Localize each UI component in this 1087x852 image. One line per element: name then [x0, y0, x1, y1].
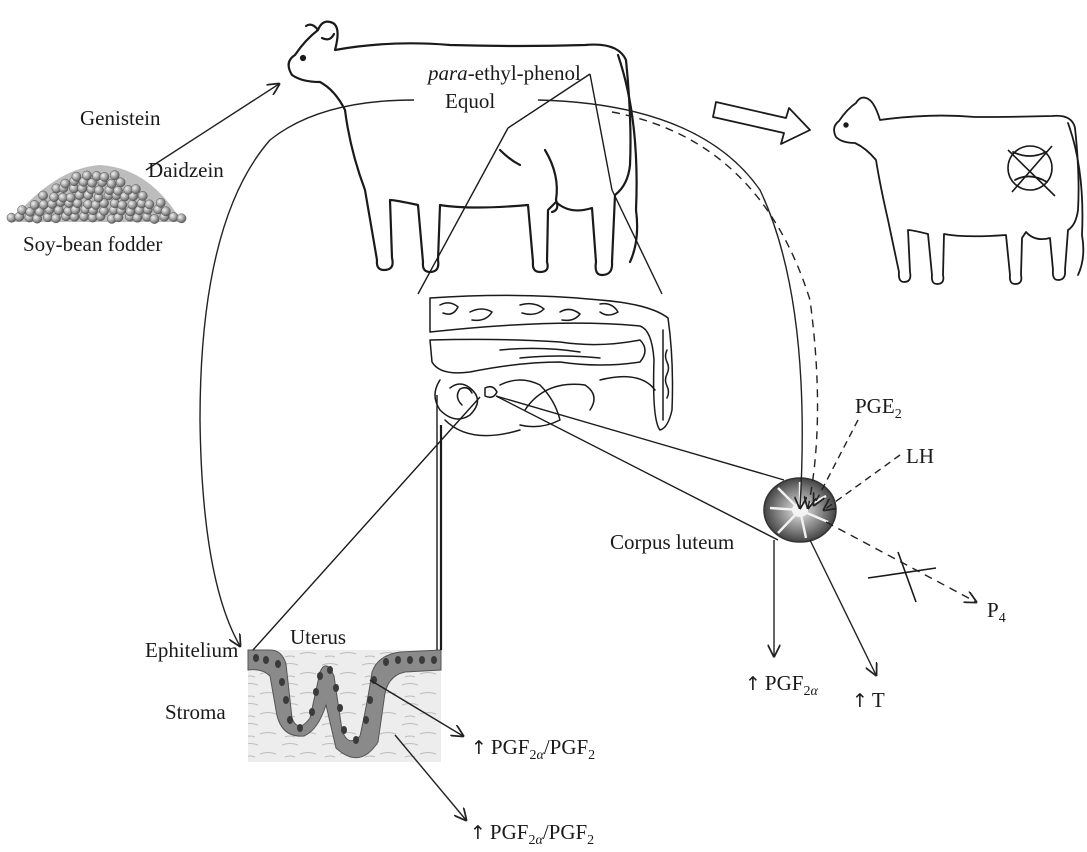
label-pgf-sub: 2α: [803, 684, 817, 699]
label-corpus-luteum: Corpus luteum: [610, 532, 734, 553]
label-pge2: PGE2: [855, 396, 902, 417]
cell-nucleus: [431, 656, 437, 664]
up-arrow-icon: ↑: [471, 737, 487, 759]
soybean: [145, 200, 154, 209]
cell-nucleus: [287, 716, 293, 724]
label-para-rest: -ethyl-phenol: [468, 61, 581, 85]
infertile-cow-illustration: [834, 98, 1083, 284]
cell-nucleus: [313, 688, 319, 696]
soybean: [128, 200, 137, 209]
cell-nucleus: [317, 672, 323, 680]
cell-nucleus: [275, 660, 281, 668]
soybean: [50, 193, 59, 202]
soybean: [82, 171, 91, 180]
label-pgf-base: PGF: [765, 671, 804, 695]
label-pgf-ratio-stroma: ↑PGF2α/PGF2: [470, 822, 594, 843]
cell-nucleus: [395, 656, 401, 664]
soybean: [61, 179, 70, 188]
soybean: [161, 207, 170, 216]
label-p4: P4: [987, 600, 1006, 621]
cell-nucleus: [333, 684, 339, 692]
ovary-zoom-lines: [496, 396, 784, 540]
soybean: [107, 179, 116, 188]
arrow-para-to-corpus-luteum: [612, 112, 818, 508]
label-ephitelium: Ephitelium: [145, 640, 238, 661]
up-arrow-icon: ↑: [852, 690, 868, 712]
cell-nucleus: [263, 656, 269, 664]
cell-nucleus: [327, 666, 333, 674]
block-cross-icon: [868, 552, 936, 602]
soybean: [150, 214, 159, 223]
cell-nucleus: [367, 696, 373, 704]
label-p4-base: P: [987, 598, 999, 622]
label-soy-bean-fodder: Soy-bean fodder: [23, 234, 162, 255]
cell-nucleus: [297, 724, 303, 732]
cell-nucleus: [309, 708, 315, 716]
label-para-ethyl-phenol: para-ethyl-phenol: [428, 63, 581, 84]
soybean: [30, 200, 39, 209]
cell-nucleus: [383, 658, 389, 666]
uterus-zoom-lines: [253, 395, 480, 650]
label-lh: LH: [906, 446, 934, 467]
soybean: [72, 172, 81, 181]
cell-nucleus: [407, 656, 413, 664]
reproductive-tract-illustration: [430, 295, 673, 435]
hollow-arrow-icon: [713, 102, 810, 144]
cell-nucleus: [341, 726, 347, 734]
label-daidzein: Daidzein: [148, 160, 224, 181]
label-p4-sub: 4: [999, 611, 1006, 626]
cell-nucleus: [419, 656, 425, 664]
soybean: [100, 172, 109, 181]
soybean: [138, 191, 147, 200]
soybean: [51, 214, 60, 223]
label-uterus: Uterus: [290, 627, 346, 648]
soybean: [39, 200, 48, 209]
soybean: [156, 198, 165, 207]
label-pge2-base: PGE: [855, 394, 895, 418]
label-t: ↑T: [852, 690, 885, 711]
label-pgf-ratio-epithelium: ↑PGF2α/PGF2: [471, 737, 595, 758]
soybean: [94, 186, 103, 195]
label-equol: Equol: [445, 91, 495, 112]
cell-nucleus: [337, 704, 343, 712]
label-para-prefix: para: [428, 61, 468, 85]
soybean: [177, 214, 186, 223]
label-t-text: T: [872, 688, 885, 712]
up-arrow-icon: ↑: [745, 673, 761, 695]
soybean: [169, 212, 178, 221]
label-pge2-sub: 2: [895, 407, 902, 422]
soybean: [113, 186, 122, 195]
label-genistein: Genistein: [80, 108, 160, 129]
label-pgf2a-cl: ↑PGF2α: [745, 673, 818, 694]
soybean: [131, 185, 140, 194]
soybean: [18, 206, 27, 215]
arrow-equol-to-epithelium: [200, 100, 414, 646]
soybean: [39, 191, 48, 200]
cell-nucleus: [279, 678, 285, 686]
arrow-t: [810, 540, 876, 675]
cell-nucleus: [363, 716, 369, 724]
cell-nucleus: [283, 696, 289, 704]
up-arrow-icon: ↑: [470, 822, 486, 844]
soybean: [66, 193, 75, 202]
cow-illustration: [289, 22, 638, 275]
label-stroma: Stroma: [165, 702, 226, 723]
corpus-luteum-illustration: [764, 478, 836, 542]
cell-nucleus: [353, 736, 359, 744]
soybean: [118, 200, 127, 209]
cell-nucleus: [253, 654, 259, 662]
soybean: [110, 171, 119, 180]
